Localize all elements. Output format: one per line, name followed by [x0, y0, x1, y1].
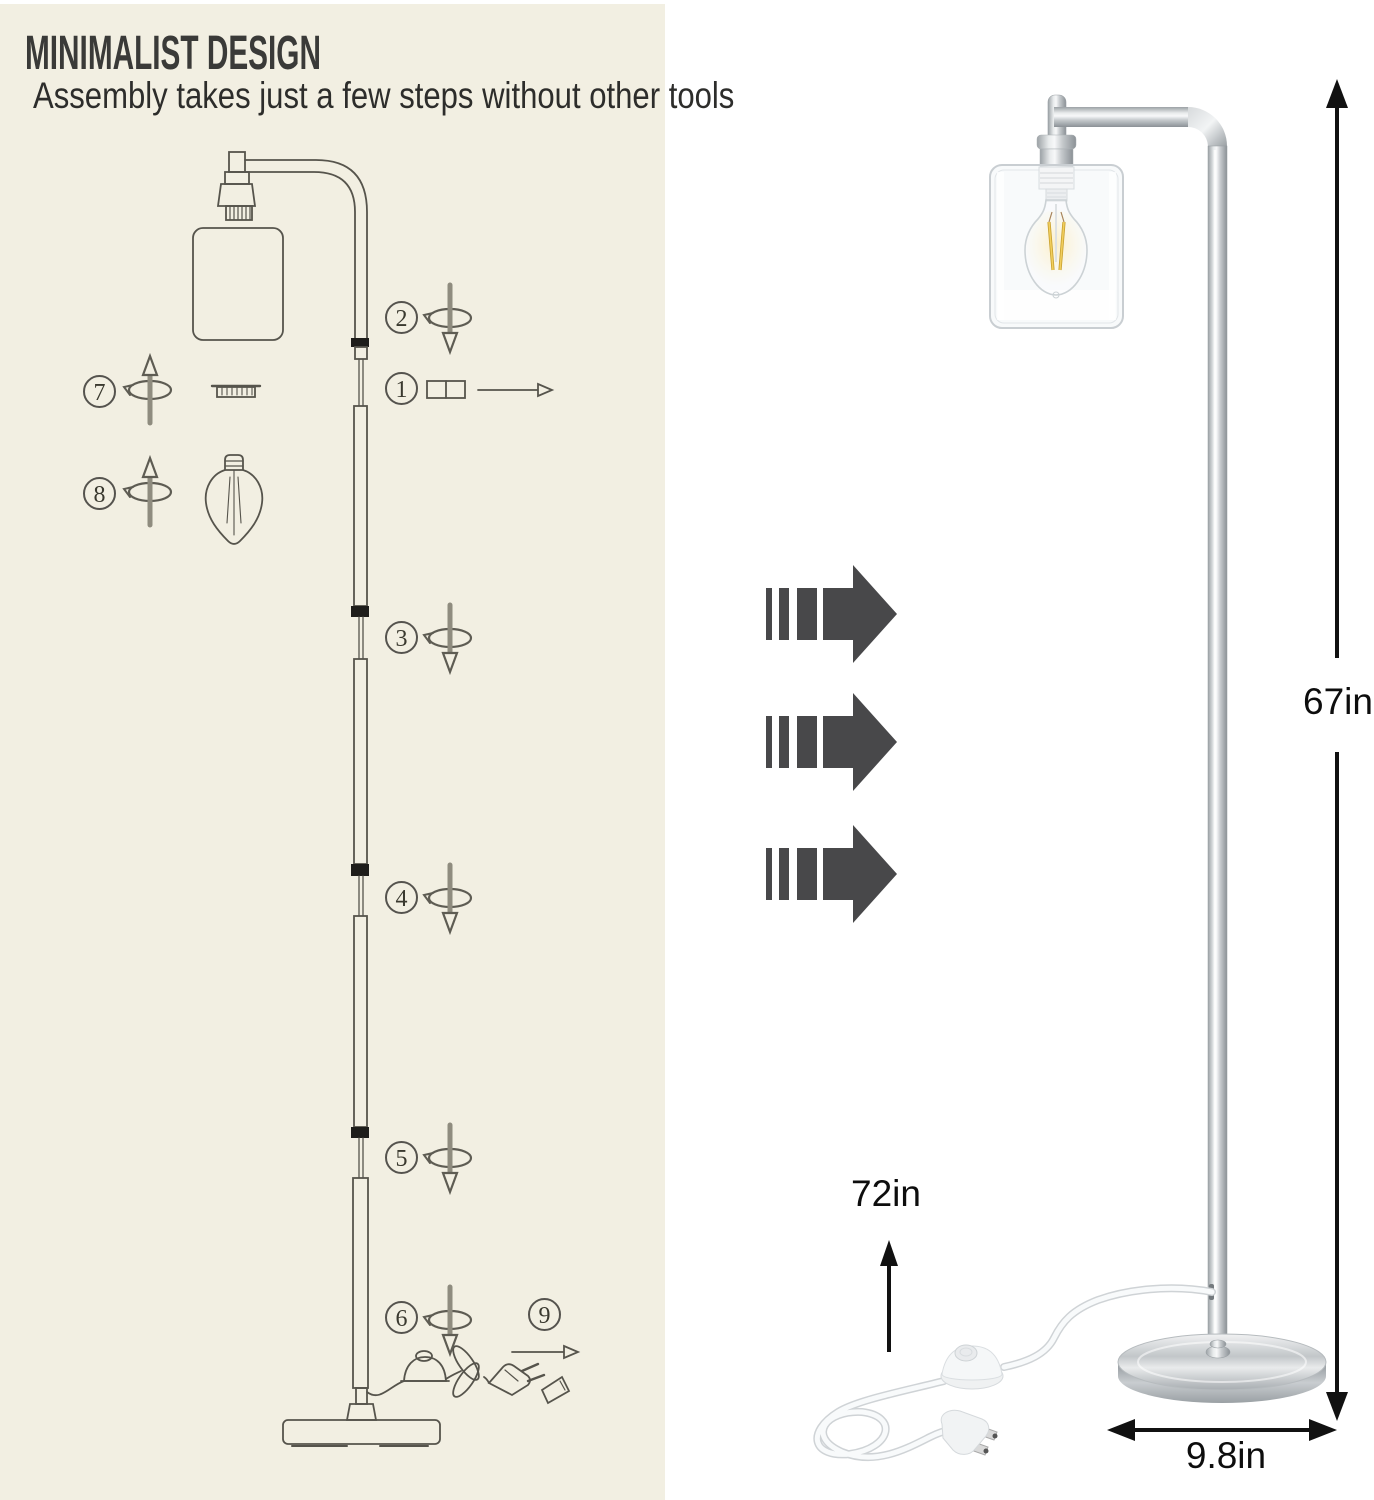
- rotate-down-icon: [424, 285, 471, 352]
- cord-bundle-sketch: [452, 1345, 480, 1381]
- edison-bulb: [1024, 199, 1088, 299]
- cord-length-arrow: [880, 1240, 898, 1352]
- lamp-arm: [1054, 107, 1188, 127]
- rotate-down-icon: [424, 605, 471, 672]
- step-8-badge: 8: [83, 477, 116, 510]
- plug-sketch: [487, 1363, 531, 1397]
- bulb-sketch-icon: [204, 454, 264, 545]
- height-dimension-label: 67in: [1303, 681, 1373, 722]
- base-width-arrow: [1107, 1419, 1337, 1441]
- block-arrow-icon: [766, 565, 897, 663]
- connector-part-icon: [426, 380, 466, 399]
- rotate-icons: [124, 285, 471, 1354]
- slide-right-arrow-icon: [477, 382, 555, 398]
- base-sketch: [282, 1387, 441, 1447]
- rotate-up-icon: [124, 356, 171, 423]
- assembly-diagram: [124, 151, 581, 1447]
- foot-switch-sketch: [403, 1356, 447, 1382]
- step-6-badge: 6: [385, 1301, 418, 1334]
- foot-switch: [940, 1344, 1004, 1390]
- transition-arrows: [766, 565, 897, 923]
- plug-cover-sketch: [540, 1375, 571, 1405]
- step-4-badge: 4: [385, 881, 418, 914]
- page-subtitle: Assembly takes just a few steps without …: [33, 75, 735, 116]
- power-plug: [940, 1409, 998, 1456]
- lamp-pole: [1207, 145, 1228, 1347]
- shade-sketch: [192, 227, 284, 341]
- lamp-arm-corner: [1188, 107, 1227, 146]
- cord-plug-sketch: [366, 1345, 571, 1405]
- step-1-badge: 1: [385, 372, 418, 405]
- rotate-up-icon: [124, 458, 171, 525]
- step-3-badge: 3: [385, 621, 418, 654]
- thread-ring-icon: [210, 384, 262, 398]
- left-panel: [0, 4, 665, 1500]
- block-arrow-icon: [766, 693, 897, 791]
- floor-lamp-photo: [813, 94, 1327, 1462]
- rotate-down-icon: [424, 865, 471, 932]
- lamp-head-sketch: [192, 151, 368, 341]
- socket-cap: [1036, 134, 1077, 150]
- step-5-badge: 5: [385, 1141, 418, 1174]
- step-7-badge: 7: [83, 375, 116, 408]
- page-title: MINIMALIST DESIGN: [25, 27, 321, 80]
- cord-length-label: 72in: [851, 1173, 921, 1214]
- rotate-down-icon: [424, 1287, 471, 1354]
- power-cord: [813, 1284, 1216, 1462]
- step-part-icons: [204, 380, 581, 1360]
- step-2-badge: 2: [385, 301, 418, 334]
- dimension-annotations: [880, 79, 1348, 1441]
- insert-arrow-icon: [511, 1344, 581, 1360]
- height-dimension-arrow: [1326, 79, 1348, 1421]
- block-arrow-icon: [766, 825, 897, 923]
- base-width-label: 9.8in: [1185, 1435, 1267, 1476]
- step-9-badge: 9: [528, 1298, 561, 1331]
- bulb-socket: [1038, 166, 1075, 202]
- lamp-base: [1117, 1333, 1327, 1403]
- rotate-down-icon: [424, 1125, 471, 1192]
- pole-sketch: [351, 338, 369, 1389]
